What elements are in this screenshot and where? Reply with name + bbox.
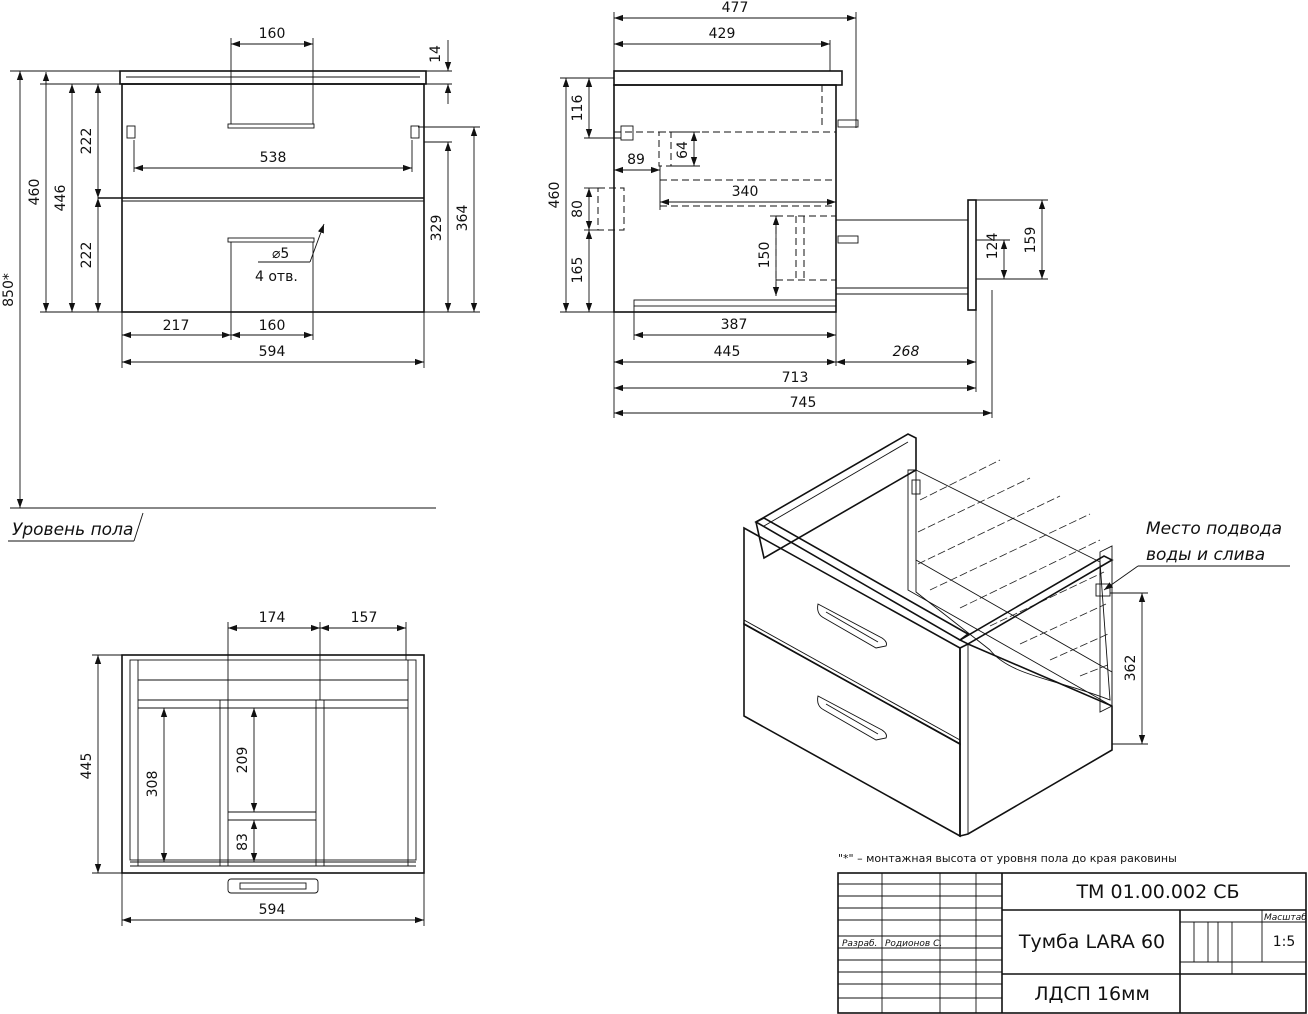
dim-side-268: 268 [893,344,920,360]
dim-drawer-spacing: 538 [260,150,287,166]
iso-handle-top [817,603,887,649]
dim-height-364: 364 [455,205,471,232]
dim-height-460: 460 [27,179,43,206]
dim-iso-362: 362 [1123,655,1139,682]
dim-side-80: 80 [570,200,586,218]
tb-title: Тумба LARA 60 [1018,931,1165,953]
iso-view: Место подвода воды и слива 362 [743,433,1290,838]
tb-scale: 1:5 [1273,934,1296,950]
front-view: 538 160 14 460 446 222 222 850* Уровень … [1,26,480,542]
dim-hole-count: 4 отв. [255,269,298,285]
dim-handle-width-top: 160 [259,26,286,42]
dim-lower-drawer: 222 [79,242,95,269]
iso-handle-bottom [817,695,887,741]
cutout-hatch [915,459,1111,701]
dim-side-116: 116 [570,95,586,122]
dim-side-387: 387 [721,317,748,333]
dim-side-713: 713 [782,370,809,386]
dim-top-445: 445 [79,753,95,780]
dim-offset-217: 217 [163,318,190,334]
tb-author: Родионов С. [885,939,942,949]
dim-side-429: 429 [709,26,736,42]
title-block: Разраб. Родионов С. ТМ 01.00.002 СБ Тумб… [837,872,1307,1014]
floor-label: Уровень пола [12,520,133,540]
dim-overall-850: 850* [1,273,17,307]
dim-side-124: 124 [985,233,1001,260]
tb-scale-label: Масштаб [1264,913,1307,923]
dim-side-64: 64 [675,141,691,159]
tb-doc-number: ТМ 01.00.002 СБ [1075,881,1239,903]
dim-side-150: 150 [757,242,773,269]
dim-top-174: 174 [259,610,286,626]
dim-side-165: 165 [570,257,586,284]
dim-width-594: 594 [259,344,286,360]
footnote: "*" – монтажная высота от уровня пола до… [838,852,1177,865]
dim-side-340: 340 [732,184,759,200]
dim-upper-drawer: 222 [79,128,95,155]
dim-top-594: 594 [259,902,286,918]
dim-side-89: 89 [627,152,645,168]
dim-side-159: 159 [1023,227,1039,254]
dim-side-745: 745 [790,395,817,411]
dim-hole-diameter: ⌀5 [272,246,289,262]
dim-handle-width-bottom: 160 [259,318,286,334]
dim-top-83: 83 [235,833,251,851]
top-view: 174 157 445 308 209 83 594 [79,610,425,926]
dim-top-308: 308 [145,771,161,798]
tb-material: ЛДСП 16мм [1034,983,1150,1005]
dim-height-329: 329 [429,215,445,242]
dim-height-446: 446 [53,185,69,212]
dim-side-460: 460 [547,182,563,209]
side-view: 124 159 477 429 460 116 80 165 64 89 [547,0,1048,418]
callout-water-line2: воды и слива [1146,545,1265,565]
dim-side-445: 445 [714,344,741,360]
dim-top-209: 209 [235,747,251,774]
dim-side-477: 477 [722,0,749,16]
dim-top-157: 157 [351,610,378,626]
callout-water-line1: Место подвода [1146,519,1282,539]
dim-top-thickness: 14 [428,45,444,63]
tb-role: Разраб. [842,939,877,949]
